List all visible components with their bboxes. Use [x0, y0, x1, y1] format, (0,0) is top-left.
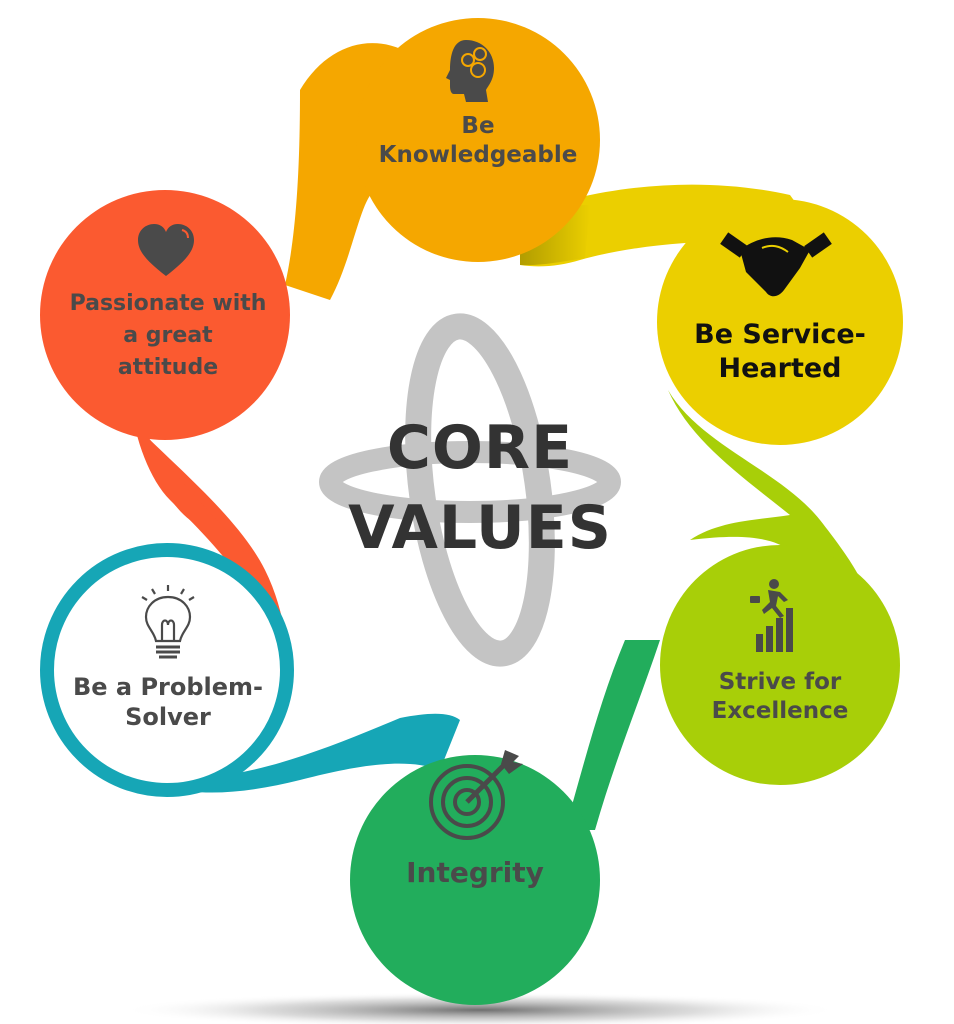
climbing-bars-icon — [750, 579, 793, 652]
circle-integrity — [350, 755, 600, 1005]
label-problem-solver: Be a Problem- Solver — [72, 673, 264, 731]
circle-problem-solver — [40, 543, 294, 797]
watermark-logo — [319, 313, 621, 667]
circle-passionate — [40, 190, 290, 440]
circle-service — [657, 199, 903, 445]
circle-excellence — [660, 545, 900, 785]
head-gears-icon — [446, 40, 494, 102]
target-arrow-icon — [429, 750, 523, 840]
lightbulb-icon — [141, 585, 195, 659]
title-line-2: VALUES — [348, 493, 612, 563]
ribbon-integrity — [565, 640, 660, 830]
label-knowledgeable: Be Knowledgeable — [378, 113, 578, 168]
circle-knowledgeable — [356, 18, 600, 262]
handshake-icon — [720, 232, 832, 297]
title-line-1: CORE — [386, 413, 574, 483]
label-excellence: Strive for Excellence — [711, 669, 849, 724]
ribbon-problem-solver — [130, 713, 460, 793]
label-passionate: Passionate with a great attitude — [69, 291, 267, 380]
label-service: Be Service- Hearted — [694, 319, 866, 384]
heart-icon — [138, 224, 194, 276]
center-title: CORE VALUES — [300, 408, 660, 568]
label-integrity: Integrity — [406, 856, 544, 889]
floor-shadow — [120, 992, 840, 1024]
